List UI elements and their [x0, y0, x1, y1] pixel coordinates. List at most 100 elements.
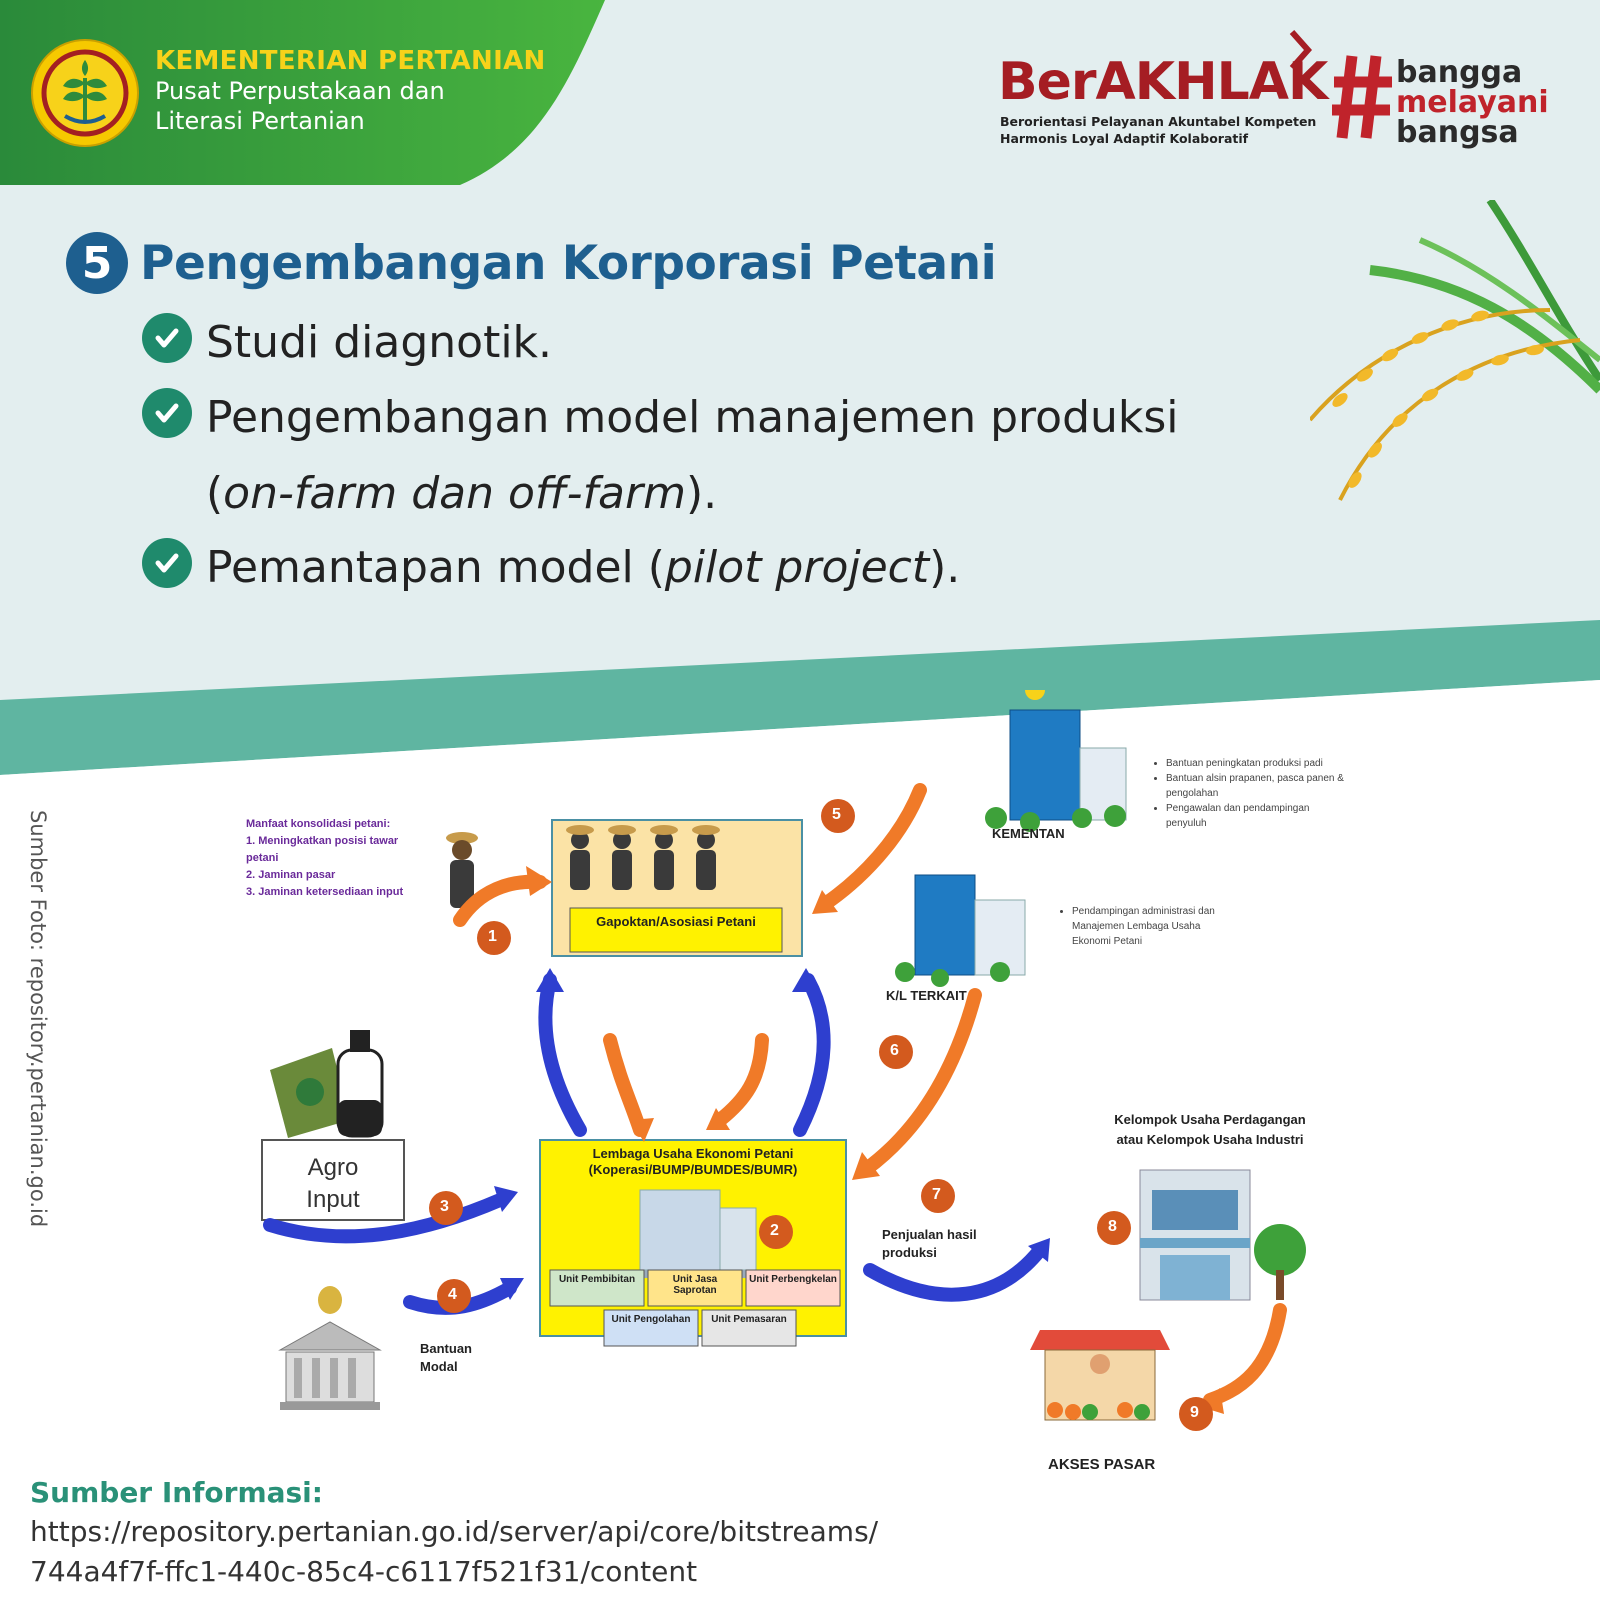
- photo-credit: Sumber Foto: repository.pertanian.go.id: [14, 810, 54, 1280]
- kelompok-line1: Kelompok Usaha Perdagangan: [1114, 1112, 1306, 1127]
- manfaat-title: Manfaat konsolidasi petani:: [246, 818, 391, 830]
- manfaat-item: 2. Jaminan pasar: [246, 869, 336, 881]
- bullet-italic: pilot project: [664, 542, 930, 593]
- manfaat-list: Manfaat konsolidasi petani: 1. Meningkat…: [246, 816, 426, 901]
- section-title: Pengembangan Korporasi Petani: [140, 235, 997, 291]
- kl-support-list: Pendampingan administrasi dan Manajemen …: [1058, 904, 1238, 949]
- bullet-italic: on-farm dan off-farm: [223, 468, 686, 519]
- kelompok-usaha-label: Kelompok Usaha Perdagangan atau Kelompok…: [1080, 1110, 1340, 1150]
- bullet-text-line1: Pengembangan model manajemen produksi: [206, 392, 1179, 443]
- unit-label: Unit Jasa Saprotan: [672, 1274, 718, 1296]
- kementan-support-item: Pengawalan dan pendampingan penyuluh: [1166, 801, 1352, 831]
- bullet-paren-open: (: [206, 468, 224, 519]
- unit-label: Unit Pembibitan: [558, 1274, 636, 1285]
- gapoktan-label: Gapoktan/Asosiasi Petani: [596, 914, 756, 929]
- bullet-text-start: Pemantapan model (: [206, 542, 665, 593]
- unit-box: [745, 1269, 841, 1307]
- penjualan-line1: Penjualan hasil: [882, 1227, 977, 1242]
- step-number: 1: [488, 928, 497, 945]
- check-icon: [142, 538, 192, 588]
- photo-credit-text: Sumber Foto: repository.pertanian.go.id: [26, 810, 50, 1228]
- rice-plant-illustration: [1310, 200, 1600, 501]
- bullet-text: Pengembangan model manajemen produksi (o…: [206, 380, 1179, 532]
- bantuan-modal-line1: Bantuan: [420, 1341, 472, 1356]
- unit-label: Unit Perbengkelan: [749, 1274, 837, 1285]
- kl-terkait-label: K/L TERKAIT: [886, 988, 967, 1003]
- step-number: 4: [448, 1286, 457, 1303]
- step-number: 3: [440, 1198, 449, 1215]
- section-number-badge: 5: [66, 232, 128, 294]
- manfaat-item: 3. Jaminan ketersediaan input: [246, 886, 404, 898]
- agro-input-line2: Input: [306, 1186, 360, 1213]
- bantuan-modal-line2: Modal: [420, 1359, 458, 1374]
- kementan-support-item: Bantuan alsin prapanen, pasca panen & pe…: [1166, 771, 1352, 801]
- lembaga-name: Lembaga Usaha Ekonomi Petani: [592, 1146, 794, 1161]
- ministry-subtitle-2: Literasi Pertanian: [155, 107, 365, 135]
- step-number: 9: [1190, 1404, 1199, 1421]
- kl-support-item: Pendampingan administrasi dan Manajemen …: [1072, 904, 1238, 949]
- store-building-icon: [1139, 1169, 1306, 1301]
- orange-arrowheads: [526, 866, 1224, 1414]
- berakhlak-logo: BerAKHLAK Berorientasi Pelayanan Akuntab…: [998, 30, 1328, 160]
- akses-pasar-label: AKSES PASAR: [1048, 1456, 1156, 1473]
- bantuan-modal-label: Bantuan Modal: [420, 1340, 472, 1376]
- kl-building-icon: [895, 874, 1026, 987]
- manfaat-item: 1. Meningkatkan posisi tawar petani: [246, 835, 399, 864]
- farmer-group-icon: [570, 831, 716, 890]
- bullet-paren-close: ).: [929, 542, 961, 593]
- bullet-text: Studi diagnotik.: [206, 317, 553, 368]
- unit-box: [647, 1269, 743, 1307]
- source-url-line2: 744a4f7f-ffc1-440c-85c4-c6117f521f31/con…: [30, 1555, 698, 1588]
- farmer-hats-icon: [566, 825, 720, 835]
- kementan-support-item: Bantuan peningkatan produksi padi: [1166, 756, 1352, 771]
- step-number-circles: [429, 799, 1213, 1431]
- market-stall-icon: [1030, 1330, 1170, 1421]
- agro-input-box: [261, 1139, 405, 1221]
- check-icon: [142, 388, 192, 438]
- kelompok-line2: atau Kelompok Usaha Industri: [1116, 1132, 1304, 1147]
- ministry-name: KEMENTERIAN PERTANIAN Pusat Perpustakaan…: [155, 46, 546, 136]
- agro-input-line1: Agro: [307, 1154, 359, 1181]
- penjualan-label: Penjualan hasil produksi: [882, 1226, 977, 1262]
- gapoktan-label-box: [569, 907, 783, 953]
- source-url: https://repository.pertanian.go.id/serve…: [30, 1512, 878, 1592]
- section-heading: 5 Pengembangan Korporasi Petani: [66, 232, 997, 294]
- blue-arrows: [263, 973, 1047, 1315]
- ministry-title: KEMENTERIAN PERTANIAN: [155, 46, 546, 76]
- penjualan-line2: produksi: [882, 1245, 937, 1260]
- farmer-icon: [446, 832, 478, 908]
- ministry-logo: [30, 38, 140, 148]
- bullet-item: Pengembangan model manajemen produksi (o…: [142, 380, 1179, 532]
- source-url-line1: https://repository.pertanian.go.id/serve…: [30, 1515, 879, 1548]
- unit-box: [549, 1269, 645, 1307]
- kementan-support-list: Bantuan peningkatan produksi padi Bantua…: [1152, 756, 1352, 831]
- source-title: Sumber Informasi:: [30, 1476, 323, 1509]
- bangga-word: bangga: [1396, 55, 1523, 90]
- berakhlak-tagline-1: Berorientasi Pelayanan Akuntabel Kompete…: [1000, 114, 1317, 129]
- corporation-diagram: 1 2 3 4 5 6 7 8 9 Manfaat konsolidasi pe…: [240, 690, 1360, 1490]
- hashtag-icon: [1332, 55, 1392, 139]
- chevron-right-icon: [1289, 30, 1312, 70]
- diagram-graphics: [261, 690, 1306, 1431]
- unit-label: Unit Pemasaran: [711, 1314, 787, 1325]
- header-banner: [0, 0, 605, 185]
- bullet-item: Pemantapan model (pilot project).: [142, 530, 960, 606]
- step-number: 7: [932, 1186, 941, 1203]
- check-icon: [142, 313, 192, 363]
- step-number: 2: [770, 1222, 779, 1239]
- lembaga-types: (Koperasi/BUMP/BUMDES/BUMR): [588, 1162, 798, 1177]
- berakhlak-tagline-2: Harmonis Loyal Adaptif Kolaboratif: [1000, 131, 1249, 146]
- unit-label: Unit Pengolahan: [611, 1314, 691, 1325]
- melayani-word: melayani: [1396, 85, 1549, 120]
- bullet-item: Studi diagnotik.: [142, 305, 552, 381]
- step-number: 8: [1108, 1218, 1117, 1235]
- unit-box: [603, 1309, 699, 1347]
- bangsa-word: bangsa: [1396, 115, 1519, 150]
- teal-diagonal-band: [0, 620, 1600, 780]
- pesticide-bottle-icon: [336, 1030, 384, 1138]
- step-number: 6: [890, 1042, 899, 1059]
- bank-icon: [278, 1286, 382, 1410]
- lembaga-title: Lembaga Usaha Ekonomi Petani (Koperasi/B…: [540, 1146, 846, 1178]
- agro-input-label: Agro Input: [262, 1152, 404, 1216]
- berakhlak-wordmark: BerAKHLAK: [998, 52, 1328, 112]
